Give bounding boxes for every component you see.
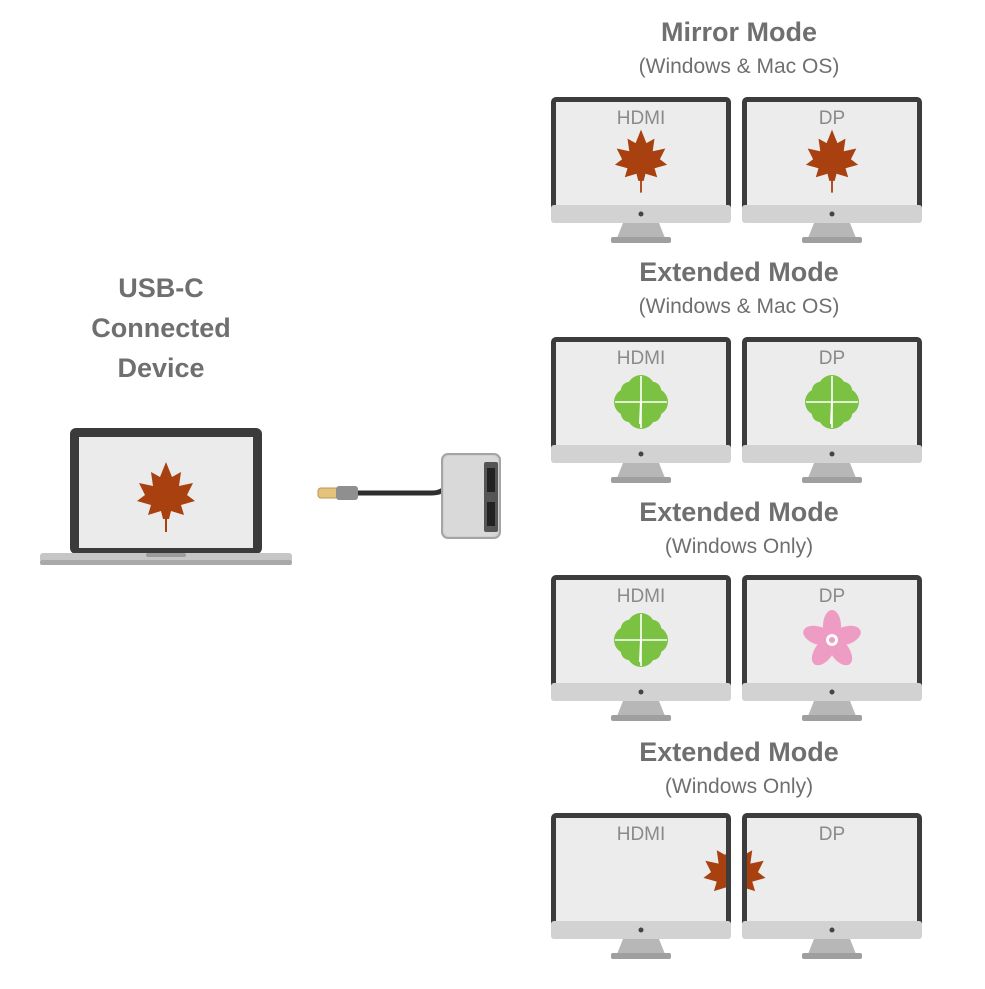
mode-subtitle-3: (Windows Only) <box>664 535 814 558</box>
clover-icon <box>805 375 859 429</box>
monitor-label-left: HDMI <box>617 348 666 369</box>
mode-subtitle-2: (Windows & Mac OS) <box>638 295 840 318</box>
monitor-right: DP <box>742 575 922 721</box>
usb-c-adapter <box>317 453 501 539</box>
split-leaf-right-icon <box>747 850 766 892</box>
maple-leaf-icon <box>137 462 195 532</box>
mode-subtitle-4: (Windows Only) <box>664 775 814 798</box>
monitor-label-left: HDMI <box>617 586 666 607</box>
maple-leaf-icon <box>805 129 859 193</box>
device-title-line-3: Device <box>117 353 205 383</box>
monitor-label-right: DP <box>819 586 845 607</box>
device-title-line-2: Connected <box>91 313 231 343</box>
monitor-label-left: HDMI <box>617 824 666 845</box>
monitor-left: HDMI <box>551 337 731 483</box>
split-leaf-left-icon <box>703 850 726 892</box>
laptop <box>40 428 292 565</box>
monitor-label-right: DP <box>819 348 845 369</box>
monitor-left: HDMI <box>551 575 731 721</box>
device-title: USB-C Connected Device <box>30 268 292 388</box>
mode-title-2: Extended Mode <box>639 257 839 287</box>
monitor-label-right: DP <box>819 824 845 845</box>
monitor-left: HDMI <box>551 97 731 243</box>
mode-title-3: Extended Mode <box>639 497 839 527</box>
device-title-line-1: USB-C <box>118 273 204 303</box>
monitor-left: HDMI <box>551 813 731 959</box>
monitor-label-left: HDMI <box>617 108 666 129</box>
monitor-right: DP <box>742 813 922 959</box>
monitor-right: DP <box>742 337 922 483</box>
monitor-pair-2: HDMI DP <box>551 337 922 483</box>
monitor-pair-4: HDMI DP <box>551 813 922 959</box>
clover-icon <box>614 375 668 429</box>
maple-leaf-icon <box>614 129 668 193</box>
mode-title-4: Extended Mode <box>639 737 839 767</box>
flower-icon <box>803 610 861 666</box>
clover-icon <box>614 613 668 667</box>
monitor-pair-3: HDMI DP <box>551 575 922 721</box>
monitor-label-right: DP <box>819 108 845 129</box>
monitor-right: DP <box>742 97 922 243</box>
mode-title-1: Mirror Mode <box>660 17 817 47</box>
mode-subtitle-1: (Windows & Mac OS) <box>638 55 840 78</box>
monitor-pair-1: HDMI DP <box>551 97 922 243</box>
